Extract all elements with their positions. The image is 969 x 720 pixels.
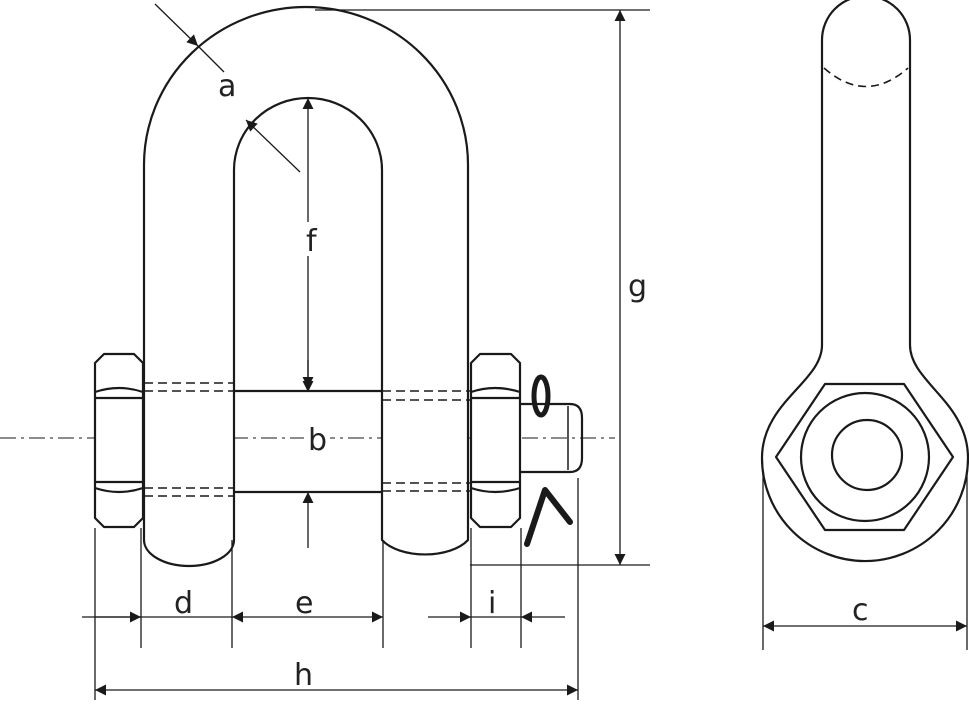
- left-nut: [93, 352, 145, 529]
- side-view: [760, 0, 969, 563]
- right-nut-chamfer-1: [470, 386, 521, 394]
- left-nut-chamfer-2: [94, 486, 144, 494]
- label-e: e: [295, 586, 313, 621]
- dimension-lines: [82, 3, 968, 700]
- right-nut: [469, 352, 522, 529]
- left-nut-chamfer-1: [94, 386, 144, 394]
- label-a: a: [218, 69, 236, 104]
- dim-a-inner: [245, 119, 301, 173]
- label-f: f: [306, 224, 318, 259]
- side-pin-hole: [830, 418, 904, 492]
- side-bow-outline: [760, 0, 969, 563]
- cotter-pin-legs: [524, 487, 573, 547]
- side-hex-nut: [774, 382, 955, 532]
- label-g: g: [628, 269, 647, 304]
- label-i: i: [488, 586, 496, 621]
- side-nut-washer: [799, 391, 931, 523]
- side-bow-hidden-edge: [823, 67, 909, 88]
- label-d: d: [174, 586, 193, 621]
- right-nut-chamfer-2: [470, 486, 521, 494]
- pin-end: [520, 402, 584, 474]
- label-b: b: [308, 423, 327, 458]
- label-c: c: [852, 593, 869, 628]
- dim-a-outer: [154, 3, 199, 47]
- label-f-bg: [302, 222, 326, 256]
- shackle-body: [142, 5, 470, 568]
- dim-a-outer-tail: [197, 45, 225, 73]
- front-view: [0, 5, 615, 568]
- cotter-pin-head: [531, 374, 551, 418]
- dimension-labels: a f b g d e i h c: [174, 69, 869, 693]
- label-h: h: [294, 658, 313, 693]
- label-b-bg: [304, 422, 330, 456]
